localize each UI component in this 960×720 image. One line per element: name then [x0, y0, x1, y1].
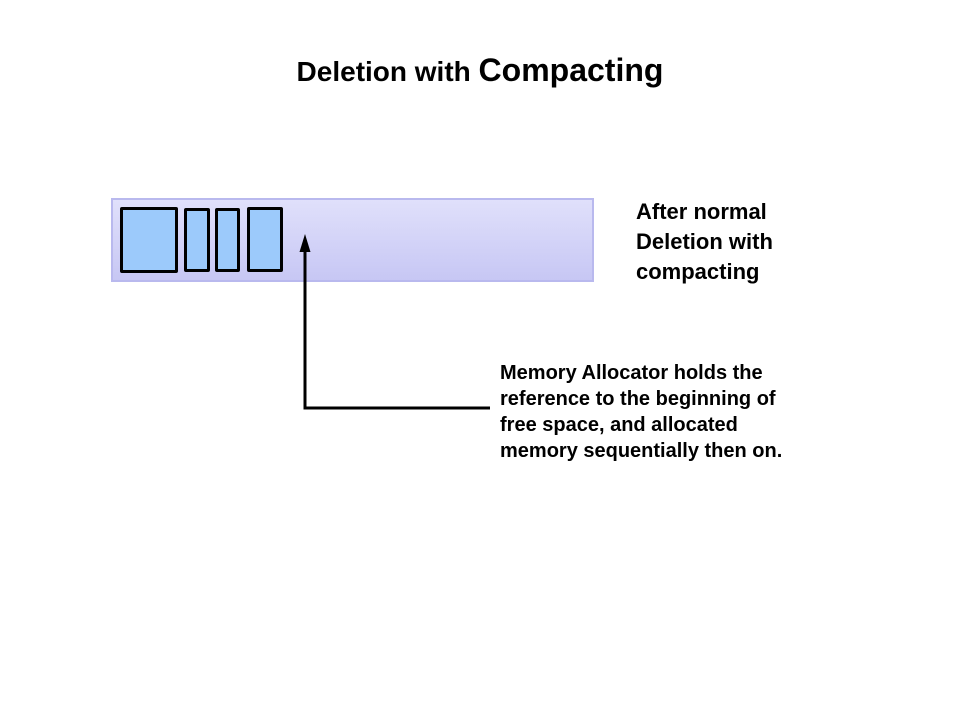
- allocated-block: [184, 208, 210, 272]
- slide-title-prefix: Deletion with: [296, 56, 479, 87]
- memory-allocator-note: Memory Allocator holds the reference to …: [500, 362, 783, 462]
- slide-title-emphasis: Compacting: [478, 52, 664, 88]
- after-deletion-label: After normal Deletion with compacting: [636, 199, 773, 284]
- allocated-block: [120, 207, 178, 273]
- slide-title: Deletion with Compacting: [0, 50, 960, 97]
- allocated-block: [247, 207, 283, 272]
- allocated-block: [215, 208, 240, 272]
- memory-bar: [111, 198, 594, 282]
